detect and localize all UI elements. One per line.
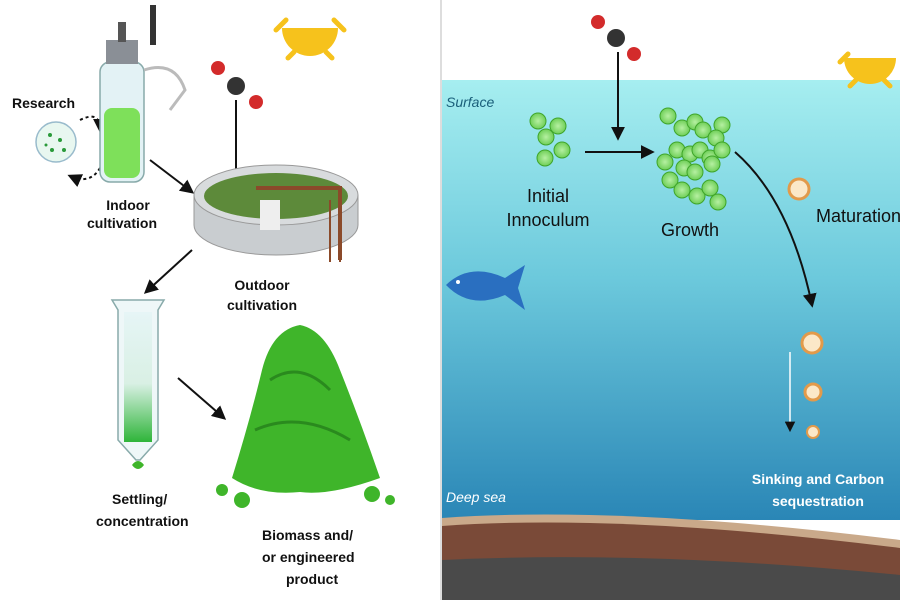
label-settling-2: concentration (96, 513, 189, 529)
left-panel: Research Indoor cultivation Outdoor cult… (0, 0, 440, 600)
settling-tube-icon (110, 299, 166, 469)
label-biomass-2: or engineered (262, 549, 355, 565)
label-maturation: Maturation (816, 206, 900, 226)
label-outdoor-cultivation-1: Outdoor (234, 277, 290, 293)
algae-cell-icon (659, 107, 677, 125)
algae-cell-icon (661, 171, 679, 189)
label-initial-1: Initial (527, 186, 569, 206)
label-initial-2: Innoculum (506, 210, 589, 230)
arrow-to-sinking (734, 151, 817, 308)
raceway-pond-icon (193, 164, 359, 262)
co2-molecule-icon (591, 15, 641, 61)
sun-icon (837, 51, 896, 89)
label-surface: Surface (446, 94, 494, 110)
bioreactor-icon (99, 5, 187, 183)
algae-cell-icon (694, 121, 712, 139)
growth-cells (656, 107, 731, 211)
label-biomass-3: product (286, 571, 338, 587)
label-outdoor-cultivation-2: cultivation (227, 297, 297, 313)
label-research: Research (12, 95, 75, 111)
label-indoor-cultivation-1: Indoor (106, 197, 150, 213)
petri-dish-icon (35, 121, 77, 163)
algae-cell-icon (537, 128, 555, 146)
algae-cell-icon (703, 155, 721, 173)
algae-cell-icon (536, 149, 554, 167)
right-panel: Surface Initial Innoculum Growth Maturat… (442, 0, 900, 600)
mature-cell-icon (787, 177, 824, 439)
fish-icon (446, 265, 525, 310)
co2-molecule-icon (211, 61, 263, 109)
biomass-pile-icon (216, 325, 395, 508)
sun-icon (273, 17, 347, 61)
label-biomass-1: Biomass and/ (262, 527, 353, 543)
label-deep-sea: Deep sea (446, 489, 506, 505)
algae-cell-icon (553, 141, 571, 159)
algae-cell-icon (549, 117, 567, 135)
label-indoor-cultivation-2: cultivation (87, 215, 157, 231)
algae-cell-icon (713, 141, 731, 159)
algae-cell-icon (688, 187, 706, 205)
algae-cell-icon (701, 179, 719, 197)
algae-cell-icon (673, 181, 691, 199)
algae-cell-icon (686, 163, 704, 181)
algae-cell-icon (529, 112, 547, 130)
label-sinking-2: sequestration (772, 493, 864, 509)
algae-cell-icon (656, 153, 674, 171)
initial-inoculum-cells (529, 112, 571, 167)
algae-cell-icon (709, 193, 727, 211)
label-growth: Growth (661, 220, 719, 240)
label-sinking-1: Sinking and Carbon (752, 471, 884, 487)
label-settling-1: Settling/ (112, 491, 167, 507)
